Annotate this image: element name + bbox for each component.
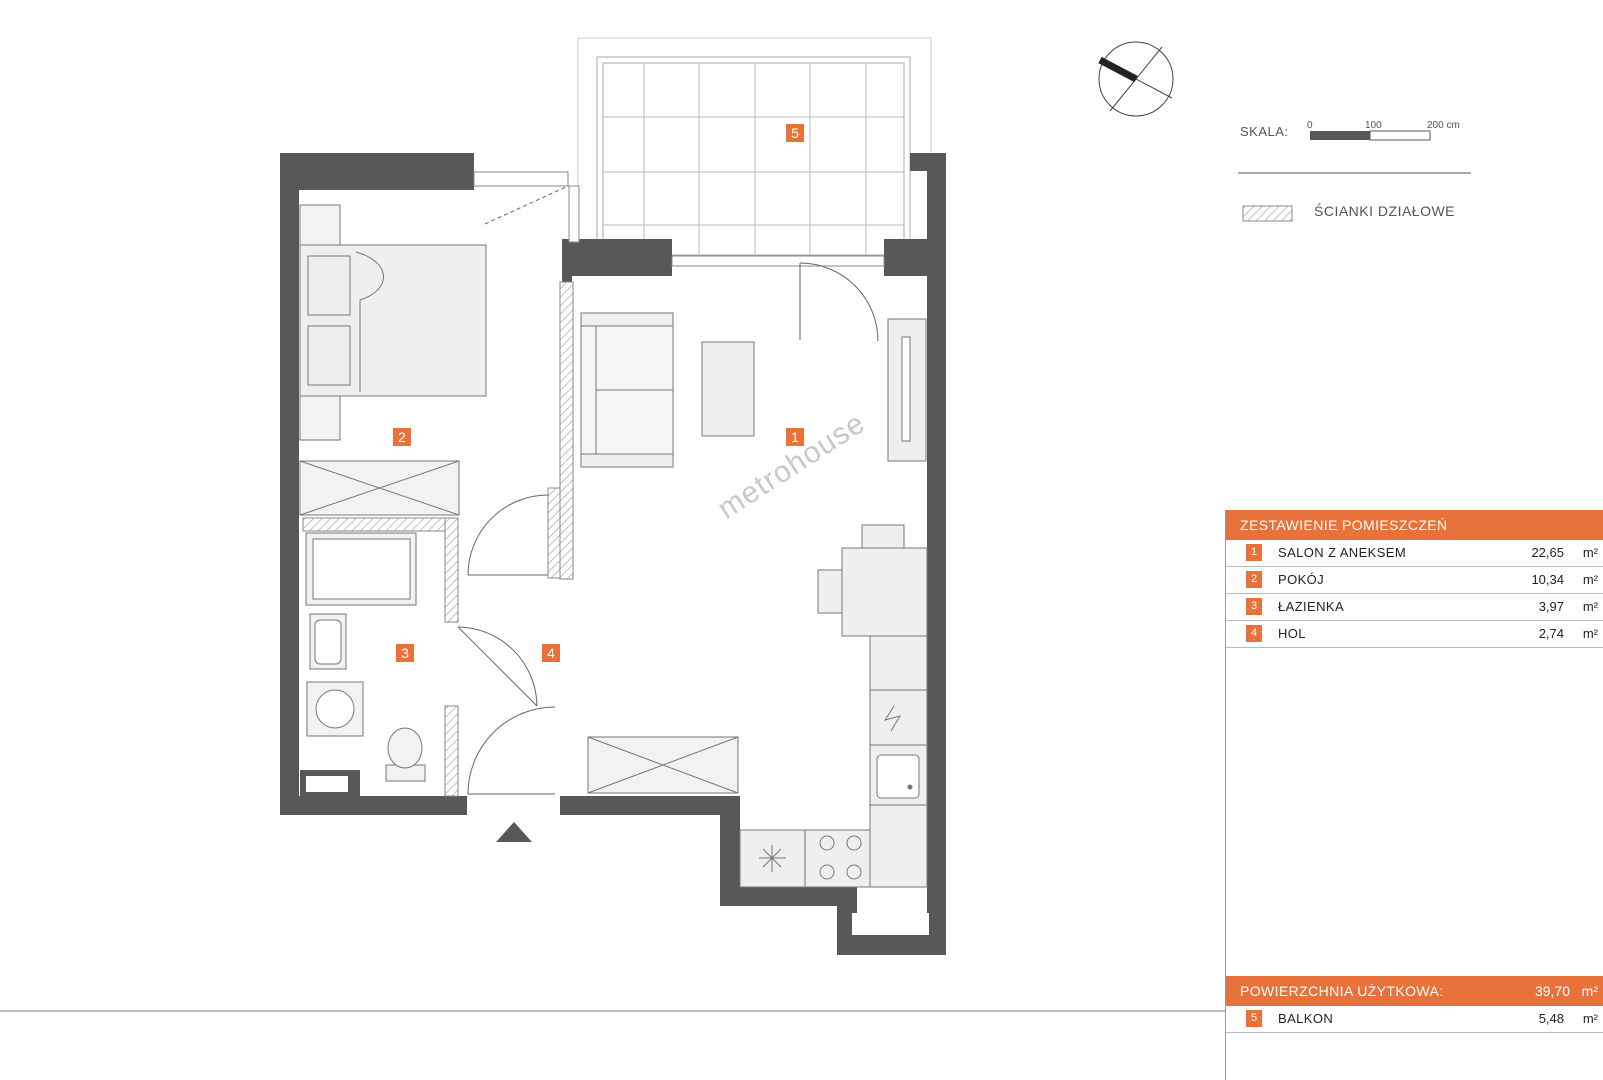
row-number: 3	[1246, 598, 1262, 615]
row-number: 4	[1246, 625, 1262, 642]
windows	[473, 171, 885, 267]
walls	[280, 153, 946, 955]
balcony	[577, 37, 932, 256]
row-unit: m²	[1582, 545, 1598, 560]
compass-icon	[1098, 41, 1174, 117]
summary-row: 4 HOL 2,74 m²	[1226, 621, 1603, 648]
summary-header: ZESTAWIENIE POMIESZCZEŃ	[1226, 510, 1603, 540]
room-badge-5: 5	[786, 124, 804, 142]
row-name: SALON Z ANEKSEM	[1278, 545, 1407, 560]
partition-walls	[302, 281, 574, 797]
row-value: 2,74	[1538, 626, 1564, 641]
scale-tick-100: 100	[1365, 120, 1382, 131]
row-value: 10,34	[1531, 572, 1564, 587]
legend-partition-walls: ŚCIANKI DZIAŁOWE	[1314, 203, 1456, 219]
wardrobe	[299, 460, 460, 516]
total-value: 39,70	[1534, 983, 1570, 999]
row-unit: m²	[1582, 626, 1598, 641]
row-value: 5,48	[1538, 1011, 1564, 1026]
total-label: POWIERZCHNIA UŻYTKOWA:	[1240, 983, 1444, 999]
bed	[299, 204, 487, 441]
row-number: 5	[1246, 1010, 1262, 1027]
total-unit: m²	[1581, 983, 1598, 999]
row-value: 3,97	[1538, 599, 1564, 614]
row-number: 2	[1246, 571, 1262, 588]
scale-bar	[1310, 130, 1431, 141]
scale-tick-200: 200 cm	[1427, 120, 1460, 131]
kitchen	[739, 635, 928, 888]
entrance-arrow	[496, 822, 532, 842]
row-value: 22,65	[1531, 545, 1564, 560]
row-name: HOL	[1278, 626, 1306, 641]
tv-cabinet	[887, 318, 927, 462]
scale-tick-0: 0	[1307, 120, 1313, 131]
room-badge-3: 3	[396, 644, 414, 662]
usable-area-total: POWIERZCHNIA UŻYTKOWA: 39,70 m²	[1226, 976, 1603, 1006]
coffee-table	[701, 341, 755, 437]
summary-row: 1 SALON Z ANEKSEM 22,65 m²	[1226, 540, 1603, 567]
sideboard	[587, 736, 739, 794]
scale-label: SKALA:	[1240, 124, 1289, 139]
dining-table	[817, 524, 928, 637]
bathroom-fixtures	[305, 532, 426, 782]
row-unit: m²	[1582, 599, 1598, 614]
room-badge-1: 1	[786, 428, 804, 446]
room-badge-4: 4	[542, 644, 560, 662]
row-name: BALKON	[1278, 1011, 1334, 1026]
room-badge-2: 2	[393, 428, 411, 446]
row-name: POKÓJ	[1278, 572, 1325, 587]
row-name: ŁAZIENKA	[1278, 599, 1345, 614]
summary-row: 3 ŁAZIENKA 3,97 m²	[1226, 594, 1603, 621]
sofa	[580, 312, 674, 468]
row-unit: m²	[1582, 572, 1598, 587]
row-number: 1	[1246, 544, 1262, 561]
doors	[457, 185, 879, 795]
summary-row: 2 POKÓJ 10,34 m²	[1226, 567, 1603, 594]
legend-hatch-swatch	[1242, 205, 1293, 222]
room-summary-panel: ZESTAWIENIE POMIESZCZEŃ 1 SALON Z ANEKSE…	[1225, 510, 1603, 1080]
balcony-row: 5 BALKON 5,48 m²	[1226, 1006, 1603, 1033]
row-unit: m²	[1582, 1011, 1598, 1026]
